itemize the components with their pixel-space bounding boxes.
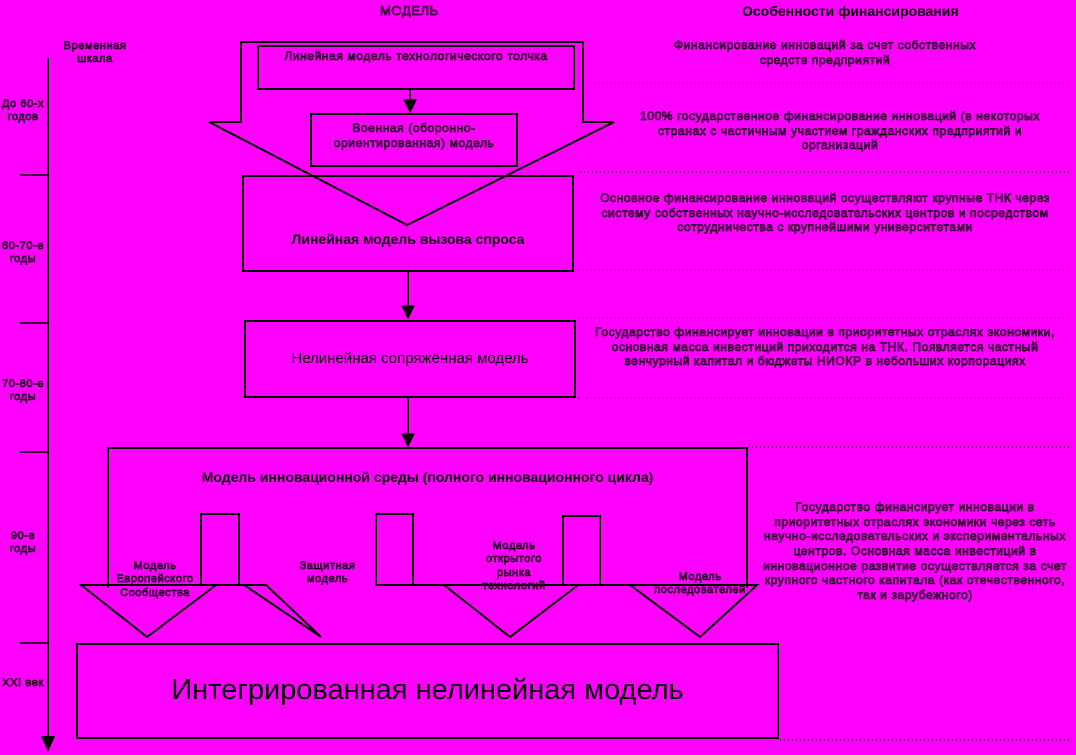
tech-push-label: Линейная модель технологического толчка — [284, 49, 548, 64]
coupled-label: Нелинейная сопряжённая модель — [291, 350, 529, 367]
financing-note: Основное финансирование инноваций осущес… — [600, 191, 1050, 235]
demand-pull-box — [242, 175, 574, 272]
follower-label: Модель последователей — [654, 571, 746, 597]
tech-push-box — [257, 45, 575, 90]
open-market-label: Модель открытого рынка технологий — [482, 540, 546, 593]
european-label: Модель Европейского Сообщества — [116, 560, 194, 600]
demand-pull-label: Линейная модель вызова спроса — [291, 231, 525, 247]
model-column-header: МОДЕЛЬ — [380, 3, 439, 19]
time-axis-arrowhead — [41, 736, 55, 752]
period-label: 90-е годы — [9, 530, 37, 556]
period-label: 60-70-е годы — [1, 240, 45, 266]
integrated-box — [76, 643, 779, 739]
tech-push-big-arrow — [208, 41, 615, 227]
financing-column-header: Особенности финансирования — [742, 3, 959, 19]
protective-model-arrow — [200, 513, 322, 638]
financing-note: Государство финансирует инновации в прио… — [763, 500, 1067, 602]
protective-label: Защитная модель — [299, 560, 356, 586]
open-market-model-arrow — [375, 513, 581, 639]
follower-model-arrow — [562, 515, 760, 639]
period-label: До 60-х годов — [1, 98, 45, 124]
environment-label: Модель инновационной среды (полного инно… — [201, 469, 654, 485]
financing-note: Финансирование инноваций за счет собстве… — [673, 38, 977, 67]
military-label: Военная (оборонно-ориентированная) модел… — [333, 121, 495, 150]
period-label: XXI век — [2, 677, 44, 690]
timescale-label: Временная шкала — [63, 40, 127, 66]
coupled-box — [244, 320, 576, 398]
financing-note: 100% государственное финансирование инно… — [639, 109, 1040, 153]
environment-frame — [107, 447, 748, 588]
financing-note: Государство финансирует инновации в прио… — [595, 325, 1055, 369]
period-label: 70-80-е годы — [1, 378, 45, 404]
military-box — [310, 113, 518, 167]
integrated-label: Интегрированная нелинейная модель — [171, 674, 684, 706]
